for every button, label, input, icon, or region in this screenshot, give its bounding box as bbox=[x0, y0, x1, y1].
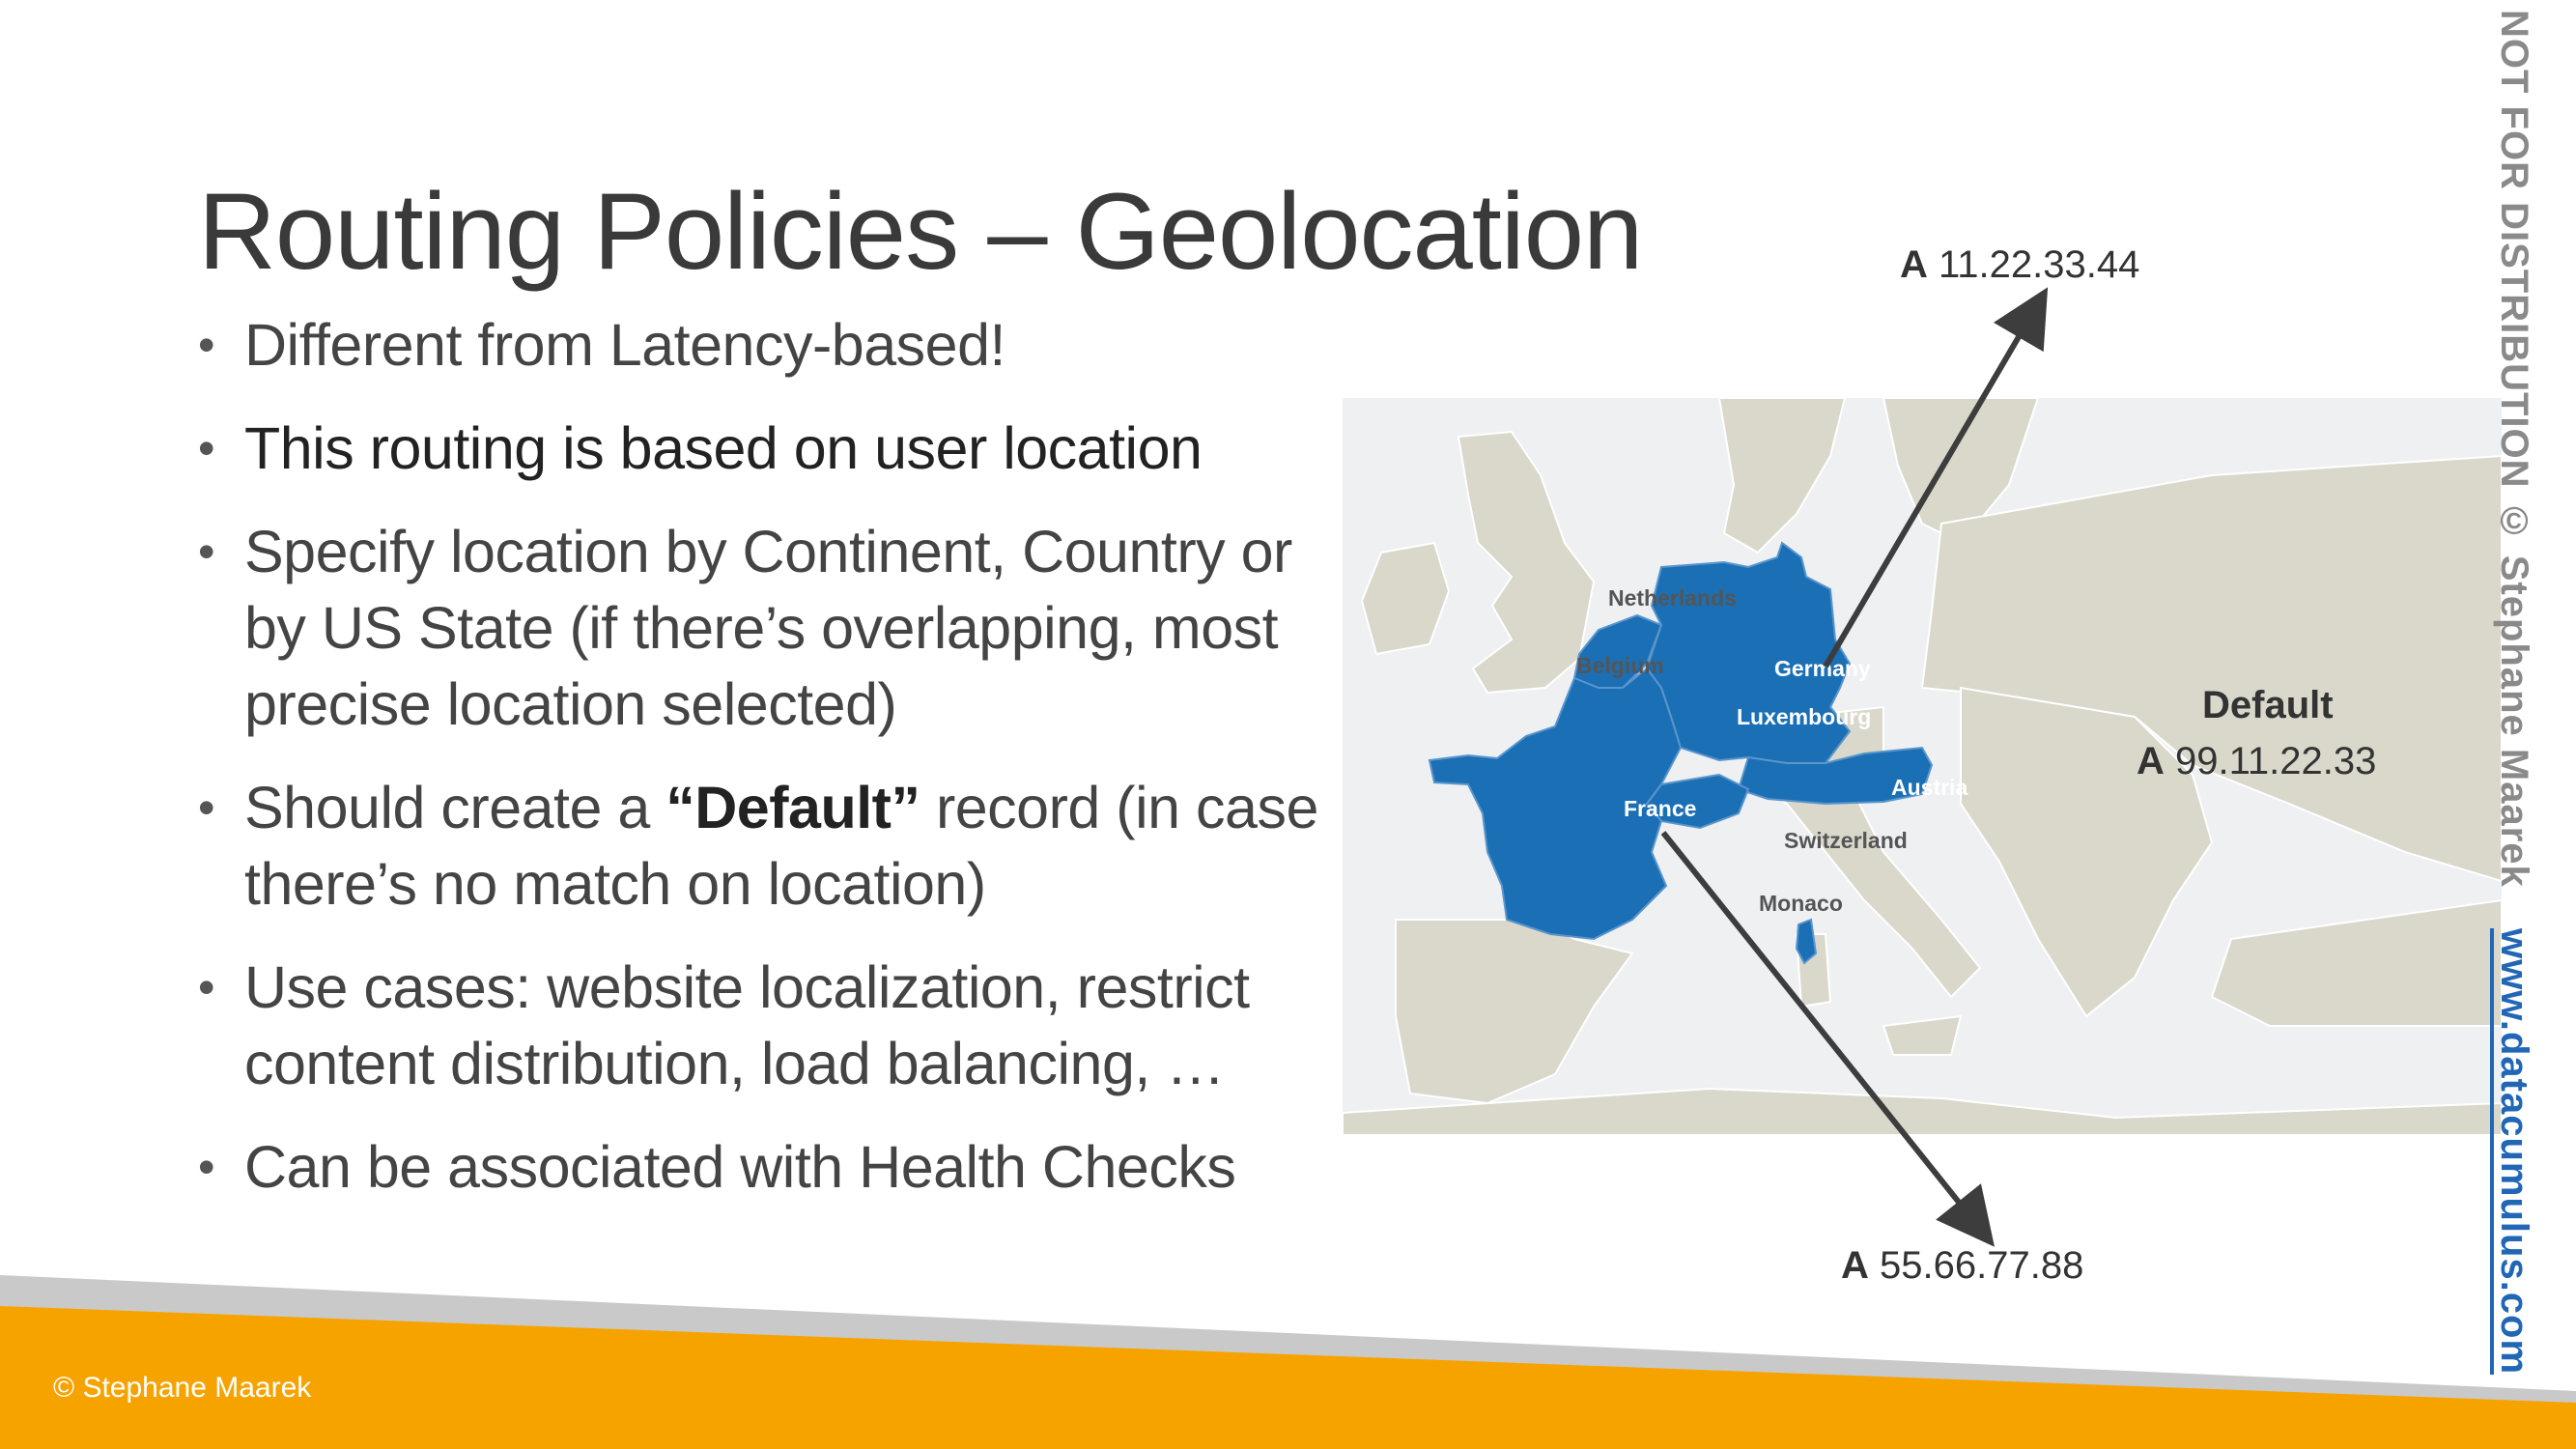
label-austria: Austria bbox=[1891, 775, 1967, 800]
footer-copyright: © Stephane Maarek bbox=[53, 1372, 312, 1404]
bullet-item: Different from Latency-based! bbox=[198, 307, 1328, 384]
bullet-highlight: “Default” bbox=[665, 775, 920, 840]
label-netherlands: Netherlands bbox=[1608, 585, 1737, 611]
bullet-text: Specify location by Continent, Country o… bbox=[244, 519, 1292, 737]
arrow-to-bottom-record bbox=[1660, 831, 1995, 1247]
slide-title: Routing Policies – Geolocation bbox=[198, 171, 1643, 293]
record-default-type: A bbox=[2137, 740, 2165, 782]
record-default-title-text: Default bbox=[2202, 684, 2334, 726]
record-top-label: A 11.22.33.44 bbox=[1900, 243, 2139, 287]
bullet-item: Use cases: website localization, restric… bbox=[198, 950, 1328, 1102]
bullet-text: Use cases: website localization, restric… bbox=[244, 954, 1250, 1096]
country-france bbox=[1428, 667, 1683, 941]
record-default-title: Default bbox=[2202, 684, 2334, 727]
footer-band bbox=[0, 1275, 2576, 1449]
bullet-list: Different from Latency-based! This routin… bbox=[198, 307, 1328, 1233]
arrow-to-top-record bbox=[1823, 287, 2049, 668]
bullet-text: Different from Latency-based! bbox=[244, 312, 1005, 378]
label-germany: Germany bbox=[1774, 656, 1871, 681]
bullet-item: Specify location by Continent, Country o… bbox=[198, 514, 1328, 743]
bullet-text: Can be associated with Health Checks bbox=[244, 1134, 1236, 1200]
record-default-value: 99.11.22.33 bbox=[2175, 740, 2377, 782]
record-bottom-label: A 55.66.77.88 bbox=[1841, 1244, 2083, 1288]
datacumulus-link[interactable]: www.datacumulus.com bbox=[2493, 927, 2535, 1375]
bullet-text: This routing is based on user location bbox=[244, 415, 1203, 481]
bullet-text: Should create a bbox=[244, 775, 666, 840]
country-corsica bbox=[1795, 918, 1818, 965]
label-belgium: Belgium bbox=[1576, 653, 1664, 678]
label-monaco: Monaco bbox=[1759, 891, 1843, 916]
distribution-notice: NOT FOR DISTRIBUTION © Stephane Maarek bbox=[2493, 10, 2535, 888]
country-austria bbox=[1737, 746, 1934, 806]
bullet-item: This routing is based on user location bbox=[198, 411, 1328, 487]
label-switzerland: Switzerland bbox=[1784, 828, 1908, 853]
record-bottom-value: 55.66.77.88 bbox=[1880, 1244, 2084, 1287]
record-default-label: A 99.11.22.33 bbox=[2137, 740, 2376, 783]
bullet-item: Should create a “Default” record (in cas… bbox=[198, 770, 1328, 923]
label-france: France bbox=[1624, 796, 1696, 821]
watermark-column: NOT FOR DISTRIBUTION © Stephane Maarek w… bbox=[2492, 10, 2535, 1375]
footer-accent bbox=[0, 1306, 2576, 1449]
vertical-watermark: NOT FOR DISTRIBUTION © Stephane Maarek w… bbox=[2492, 10, 2560, 1420]
bullet-item: Can be associated with Health Checks bbox=[198, 1129, 1328, 1206]
highlighted-countries bbox=[1428, 541, 1934, 965]
record-bottom-type: A bbox=[1841, 1244, 1869, 1287]
record-top-value: 11.22.33.44 bbox=[1939, 243, 2140, 286]
label-luxembourg: Luxembourg bbox=[1737, 704, 1871, 729]
record-top-type: A bbox=[1900, 243, 1928, 286]
bullet-text: record (in case there’s no match on loca… bbox=[244, 775, 1318, 917]
